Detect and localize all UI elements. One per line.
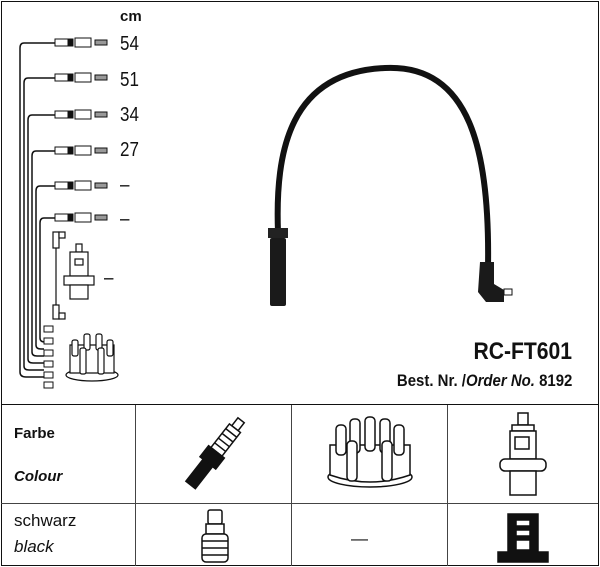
- order-number: Best. Nr. /Order No. 8192: [397, 371, 572, 391]
- lead-length-2: 51: [120, 69, 139, 91]
- colour-value-de: schwarz: [14, 511, 77, 530]
- plug-connectors: [54, 37, 108, 223]
- lead-length-6: –: [120, 208, 130, 230]
- distributor-connector-none: —: [351, 529, 368, 548]
- lead-length-1: 54: [120, 33, 139, 55]
- colour-header-de: Farbe: [14, 425, 55, 442]
- distributor-terminals: [43, 325, 54, 389]
- order-number-value: 8192: [538, 371, 572, 390]
- spark-plug-connector-icon: [201, 509, 229, 563]
- ignition-coil-icon: [499, 412, 547, 496]
- row-divider: [1, 503, 598, 504]
- lead-length-4: 27: [120, 139, 139, 161]
- lead-routing-lines: [19, 42, 55, 378]
- colour-header-en: Colour: [14, 468, 63, 485]
- lead-set-diagram: [19, 37, 513, 389]
- colour-table: Farbe Colour schwarz black —: [1, 404, 598, 566]
- product-title: RC-FT601: [473, 338, 572, 365]
- unit-label: cm: [120, 8, 142, 25]
- column-divider: [447, 405, 448, 566]
- order-label: Order No.: [465, 371, 535, 390]
- column-divider: [135, 405, 136, 566]
- coil-connector-icon: [497, 513, 549, 563]
- distributor-cap-icon: [327, 416, 413, 488]
- coil-lead-icon: [52, 231, 66, 320]
- distributor-cap-icon: [65, 333, 119, 382]
- spark-plug-icon: [184, 416, 246, 490]
- column-divider: [291, 405, 292, 566]
- order-prefix: Best. Nr. /: [396, 371, 466, 390]
- lead-length-5: –: [120, 174, 130, 196]
- coil-lead-length: –: [104, 267, 114, 289]
- ignition-coil-icon: [63, 243, 95, 300]
- colour-value-en: black: [14, 537, 54, 556]
- lead-length-3: 34: [120, 104, 139, 126]
- ignition-cable-illustration: [268, 64, 513, 306]
